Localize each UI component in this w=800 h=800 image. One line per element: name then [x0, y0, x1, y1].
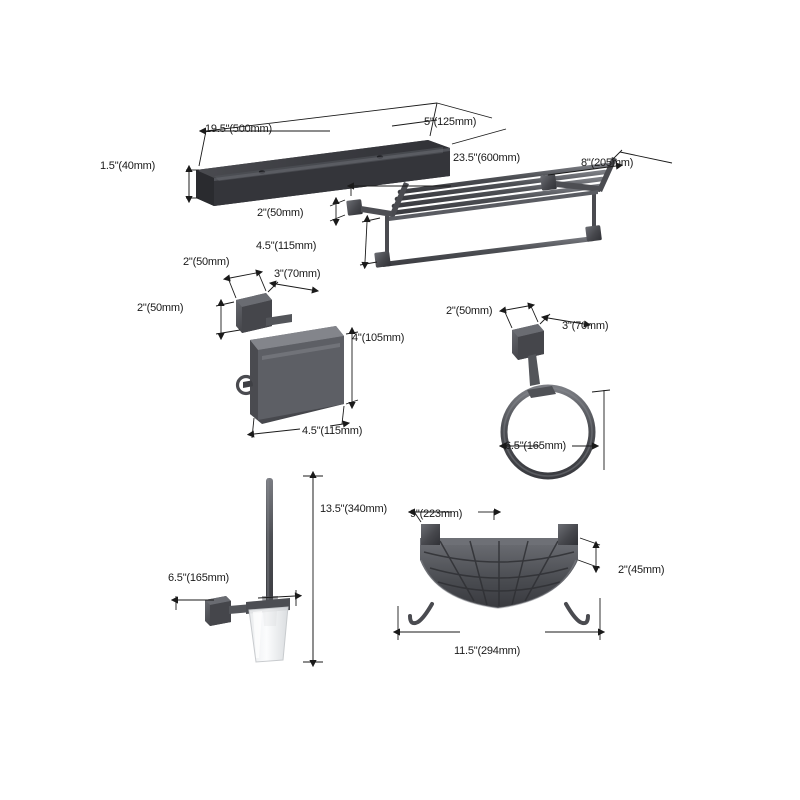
- label-paper-plate-h: 2"(50mm): [137, 302, 184, 314]
- label-shelf-height: 1.5"(40mm): [100, 160, 156, 172]
- product-towel-rack: [346, 157, 617, 268]
- label-ring-arm: 3"(70mm): [562, 320, 609, 332]
- label-rack-length: 23.5"(600mm): [453, 152, 520, 164]
- paper-holder-dimension-lines: [215, 269, 359, 439]
- label-brush-cup-h: 6.5"(165mm): [168, 572, 230, 584]
- label-basket-width: 11.5"(294mm): [454, 645, 521, 657]
- label-shelf-depth: 5"(125mm): [424, 116, 477, 128]
- label-rack-depth: 8"(205mm): [581, 157, 634, 169]
- label-brush-total-h: 13.5"(340mm): [320, 503, 387, 515]
- label-paper-plate-w: 2"(50mm): [183, 256, 230, 268]
- product-corner-basket: [408, 524, 590, 626]
- label-paper-arm: 3"(70mm): [274, 268, 321, 280]
- label-shelf-length: 19.5"(500mm): [205, 123, 272, 135]
- product-towel-ring: [500, 324, 596, 480]
- label-ring-diameter: 6.5"(165mm): [505, 440, 567, 452]
- label-rack-plate: 2"(50mm): [257, 207, 304, 219]
- label-rack-height: 4.5"(115mm): [256, 240, 317, 252]
- label-paper-cover-h: 4"(105mm): [352, 332, 405, 344]
- label-ring-plate: 2"(50mm): [446, 305, 493, 317]
- product-shelf: [196, 140, 450, 206]
- towel-ring-dimension-lines: [498, 302, 611, 470]
- towel-rack-dimension-lines: [329, 149, 673, 270]
- product-paper-holder: [235, 293, 344, 424]
- label-basket-height: 2"(45mm): [618, 564, 665, 576]
- toilet-brush-dimension-lines: [170, 470, 323, 668]
- corner-basket-dimension-lines: [392, 508, 606, 640]
- product-toilet-brush: [205, 478, 290, 663]
- label-basket-side: 9"(223mm): [410, 508, 463, 520]
- label-paper-cover-w: 4.5"(115mm): [302, 425, 363, 437]
